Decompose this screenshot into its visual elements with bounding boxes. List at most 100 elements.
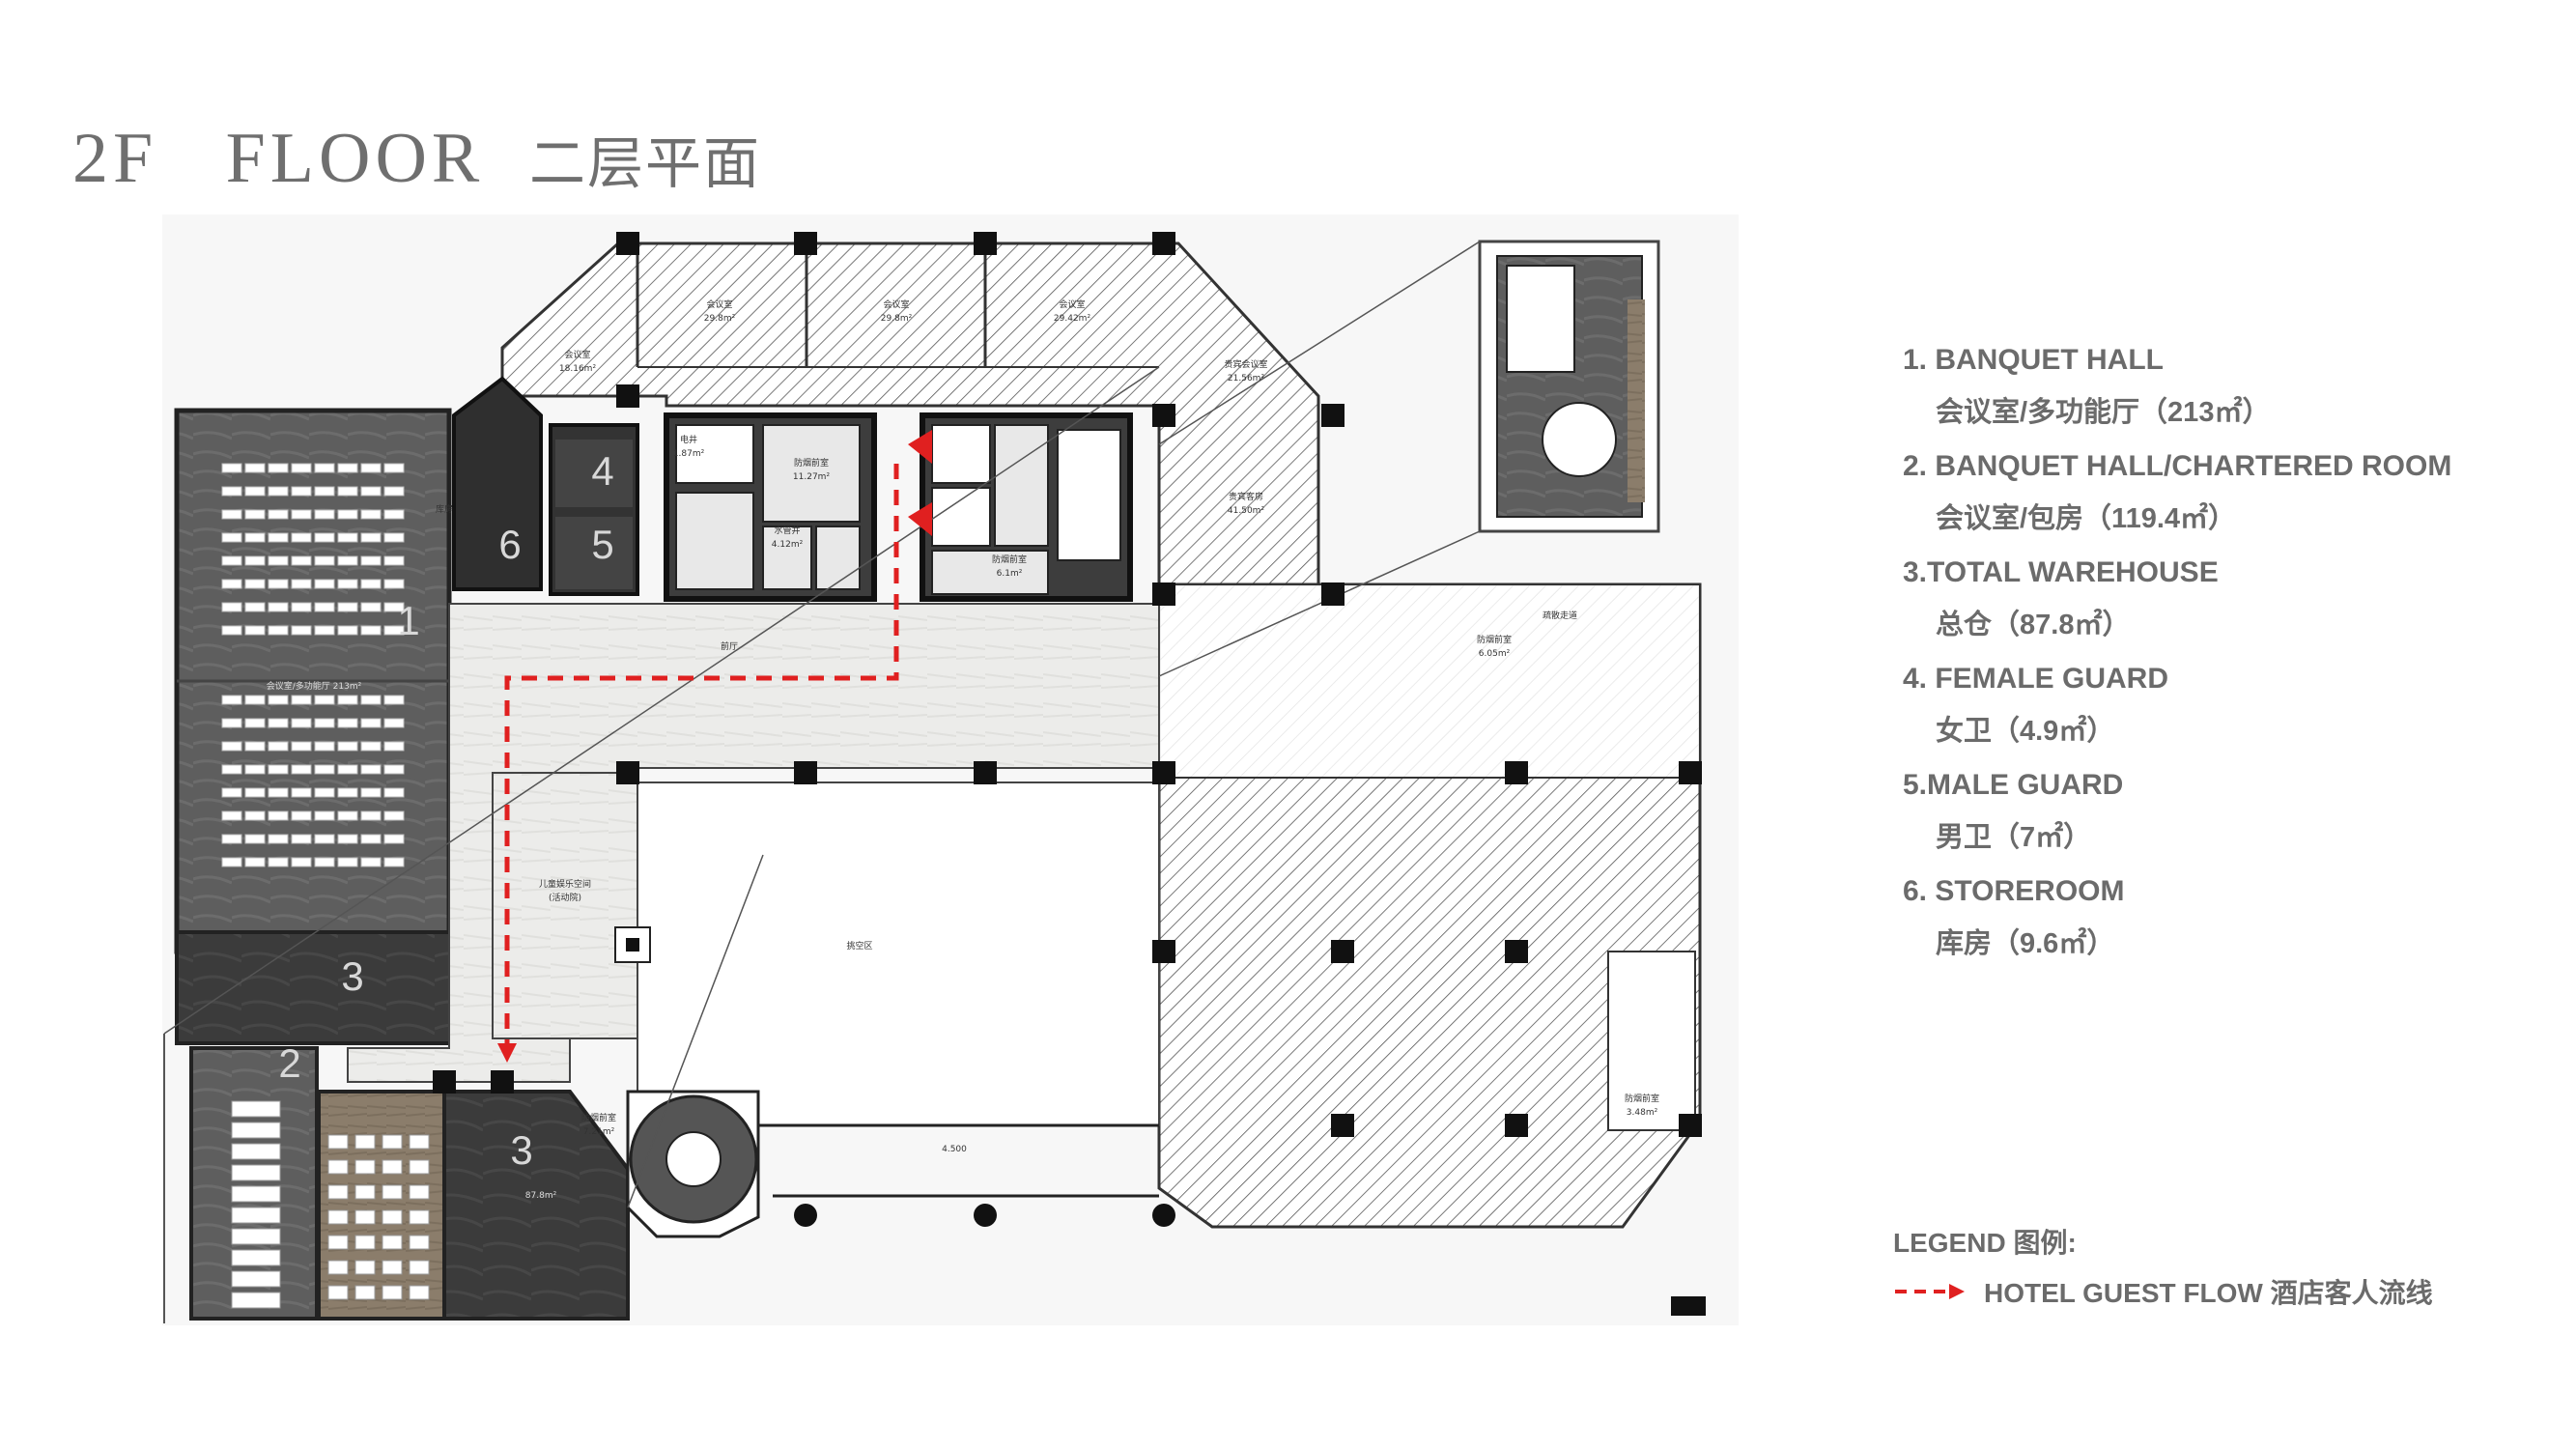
seat-desk [337,486,358,497]
structural-column [616,384,639,408]
seat-desk [337,787,358,798]
seat-desk [244,695,266,705]
label-smoke-c-area: 7.21m² [583,1127,615,1137]
label-vip-meeting: 贵宾会议室 [1224,358,1267,370]
seat-desk [244,486,266,497]
label-corridor: 疏散走道 [1543,610,1577,621]
table [231,1143,281,1160]
seat-desk [268,532,289,543]
label-area-d: 18.16m² [559,364,597,374]
seat-desk [268,602,289,612]
chair [327,1184,349,1200]
table [231,1122,281,1139]
chair [354,1209,376,1225]
label-ware-area: 87.8m² [525,1191,557,1201]
seat-desk [360,718,382,728]
label-area-b: 29.8m² [881,314,913,324]
structural-column [491,1070,514,1094]
seat-desk [268,834,289,844]
page-title-cn: 二层平面 [529,130,762,196]
seat-desk [244,532,266,543]
structural-column [1505,940,1528,963]
seat-desk [221,509,242,520]
seat-desk [314,602,335,612]
seat-desk [221,555,242,566]
seat-desk [314,463,335,473]
structural-column [616,232,639,255]
seat-desk [337,810,358,821]
room-number-3-left: 3 [341,953,363,999]
label-elec: 电井 [680,434,697,445]
seat-desk [337,834,358,844]
label-smoke-c: 防烟前室 [581,1112,616,1123]
chair [327,1235,349,1250]
label-smoke-e: 防烟前室 [1625,1093,1659,1104]
chair [382,1285,403,1300]
legend-item-cn: 会议室/包房（119.4㎡） [1936,503,2237,534]
seat-desk [291,579,312,589]
room-number-5: 5 [591,522,613,567]
label-smoke-e-area: 3.48m² [1627,1108,1658,1118]
structural-column [1152,232,1175,255]
seat-desk [221,463,242,473]
seat-desk [221,741,242,752]
seat-desk [268,555,289,566]
chair [409,1285,430,1300]
seat-desk [221,625,242,636]
seat-desk [383,741,405,752]
chair [382,1235,403,1250]
legend-item-en: 4. FEMALE GUARD [1903,663,2169,695]
seat-desk [268,625,289,636]
label-smoke-b: 防烟前室 [992,554,1027,565]
flow-key-line [1895,1284,1965,1299]
seat-desk [360,509,382,520]
label-water: 水管井 [774,525,800,536]
label-area-a: 29.8m² [704,314,736,324]
legend-item-cn: 女卫（4.9㎡） [1936,716,2115,747]
label-meeting-a: 会议室 [706,298,732,310]
legend-item-cn: 男卫（7㎡） [1936,822,2092,853]
structural-column [794,232,817,255]
chair [327,1260,349,1275]
seat-desk [383,532,405,543]
seat-desk [314,555,335,566]
label-area-c: 29.42m² [1054,314,1091,324]
seat-desk [314,509,335,520]
structural-column [794,761,817,784]
seat-desk [268,463,289,473]
seat-desk [360,857,382,867]
seat-desk [221,695,242,705]
structural-column [1679,761,1702,784]
chair [409,1235,430,1250]
structural-column [1321,404,1345,427]
atrium-void [637,781,1160,1126]
seat-desk [244,834,266,844]
structural-column [1331,940,1354,963]
seat-desk [244,787,266,798]
chair [382,1260,403,1275]
seat-desk [268,810,289,821]
label-smoke-d-area: 6.05m² [1479,649,1511,659]
legend-item-cn: 会议室/多功能厅（213㎡） [1936,397,2271,428]
seat-desk [291,625,312,636]
seat-desk [291,695,312,705]
label-smoke-a: 防烟前室 [794,457,829,469]
seat-desk [314,718,335,728]
flow-key-label: HOTEL GUEST FLOW 酒店客人流线 [1984,1278,2433,1308]
legend-item-cn: 总仓（87.8㎡） [1936,610,2131,640]
structural-column [1152,582,1175,606]
seat-desk [244,857,266,867]
chair [382,1159,403,1175]
seat-desk [337,625,358,636]
table [231,1100,281,1118]
structural-column [1679,1114,1702,1137]
room-number-4: 4 [591,448,613,494]
seat-desk [383,509,405,520]
total-warehouse-left [175,930,459,1045]
label-smoke-d: 防烟前室 [1477,634,1512,645]
seat-desk [314,532,335,543]
seat-desk [268,857,289,867]
seat-desk [268,764,289,775]
structural-column [1331,1114,1354,1137]
